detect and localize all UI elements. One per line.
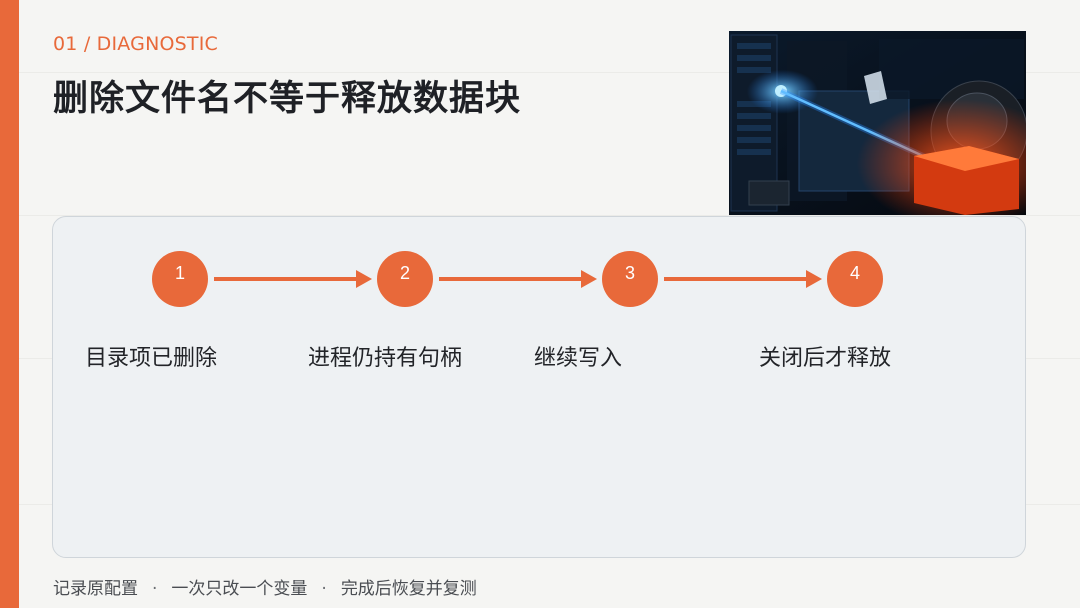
hero-image	[729, 31, 1026, 215]
page-title: 删除文件名不等于释放数据块	[53, 79, 522, 119]
step-label: 进程仍持有句柄	[308, 346, 463, 371]
footer-tip: 一次只改一个变量	[171, 579, 308, 599]
footer-tips: 记录原配置 · 一次只改一个变量 · 完成后恢复并复测	[53, 574, 477, 599]
flow-arrow	[214, 270, 372, 288]
step-label: 关闭后才释放	[759, 346, 892, 371]
section-kicker: 01 / DIAGNOSTIC	[53, 33, 218, 55]
step-number-badge: 1	[152, 251, 208, 307]
footer-tip: 完成后恢复并复测	[340, 579, 477, 599]
step-label: 继续写入	[534, 346, 623, 371]
flow-arrow	[664, 270, 822, 288]
footer-separator: ·	[321, 579, 327, 599]
background-rule	[19, 215, 1080, 216]
flow-arrow	[439, 270, 597, 288]
footer-separator: ·	[152, 579, 158, 599]
step-number-badge: 3	[602, 251, 658, 307]
footer-tip: 记录原配置	[53, 579, 138, 599]
step-number-badge: 4	[827, 251, 883, 307]
background-rule	[19, 72, 1080, 73]
step-number-badge: 2	[377, 251, 433, 307]
accent-bar	[0, 0, 19, 608]
step-label: 目录项已删除	[85, 346, 218, 371]
